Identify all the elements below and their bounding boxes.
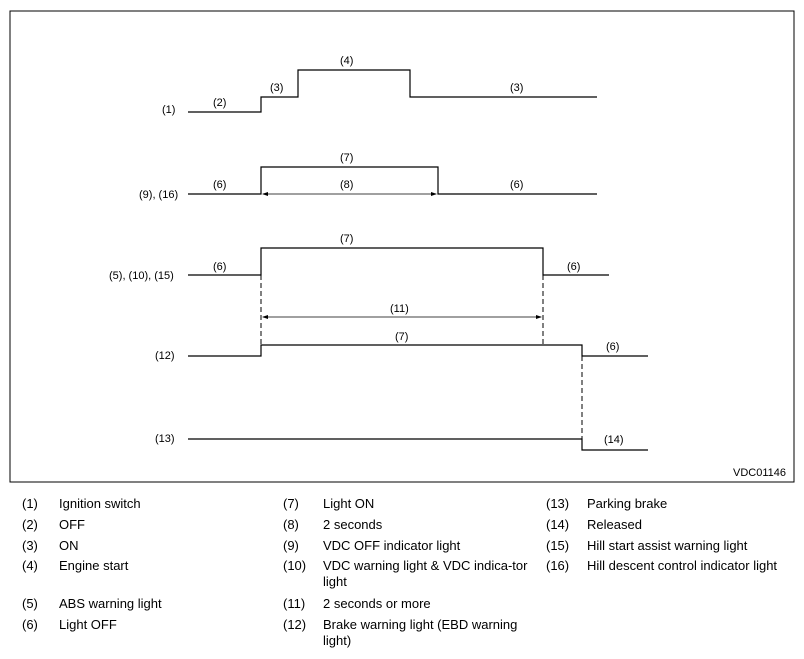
row4-after-label: (6) — [606, 341, 619, 353]
legend-num: (1) — [22, 496, 38, 511]
legend-text: ABS warning light — [59, 596, 162, 611]
legend-item: (2) OFF — [22, 517, 272, 533]
legend-item: (1) Ignition switch — [22, 496, 272, 512]
legend-num: (5) — [22, 596, 38, 611]
row2-before-label: (6) — [213, 179, 226, 191]
legend-num: (12) — [283, 617, 307, 632]
diagram-frame — [9, 10, 795, 483]
legend-text: Hill descent control indicator light — [587, 558, 778, 573]
span-label: (11) — [390, 303, 409, 315]
row3-before-label: (6) — [213, 261, 226, 273]
row3-after-label: (6) — [567, 261, 580, 273]
legend-num: (15) — [546, 538, 570, 553]
legend-item: (6) Light OFF — [22, 617, 272, 633]
span-arrow — [262, 315, 542, 319]
row2-duration-arrow — [262, 192, 437, 196]
legend-item: (13) Parking brake — [546, 496, 802, 512]
row1-on-label: (3) — [270, 82, 283, 94]
legend-item: (5) ABS warning light — [22, 596, 272, 612]
legend-text: VDC warning light & VDC indica-tor light — [323, 558, 528, 589]
legend-num: (2) — [22, 517, 38, 532]
row4-on-label: (7) — [395, 331, 408, 343]
legend-text: ON — [59, 538, 79, 553]
legend-item: (7) Light ON — [283, 496, 533, 512]
legend-num: (8) — [283, 517, 299, 532]
legend: (1) Ignition switch (2) OFF (3) ON (4) Engin… — [0, 494, 804, 659]
row4-label: (12) — [155, 350, 175, 362]
legend-text: Hill start assist warning light — [587, 538, 748, 553]
row1-after-label: (3) — [510, 82, 523, 94]
legend-item: (14) Released — [546, 517, 802, 533]
legend-num: (4) — [22, 558, 38, 573]
legend-text: VDC OFF indicator light — [323, 538, 461, 553]
row5-signal — [188, 438, 648, 451]
legend-item: (9) VDC OFF indicator light — [283, 538, 533, 554]
legend-num: (9) — [283, 538, 299, 553]
legend-num: (16) — [546, 558, 570, 573]
legend-text: 2 seconds or more — [323, 596, 431, 611]
timing-diagram: (1) (2) (3) (4) (3) (9), (16) (6) (7) (8… — [9, 10, 795, 483]
legend-num: (3) — [22, 538, 38, 553]
legend-num: (11) — [283, 596, 306, 611]
row1-off-label: (2) — [213, 97, 226, 109]
legend-num: (14) — [546, 517, 570, 532]
legend-num: (13) — [546, 496, 570, 511]
row1-label: (1) — [162, 104, 175, 116]
legend-text: Light ON — [323, 496, 375, 511]
row1-start-label: (4) — [340, 55, 353, 67]
legend-text: Light OFF — [59, 617, 117, 632]
row1-signal — [188, 69, 597, 113]
figure-id: VDC01146 — [733, 467, 786, 479]
legend-item: (8) 2 seconds — [283, 517, 533, 533]
row2-after-label: (6) — [510, 179, 523, 191]
legend-item: (10) VDC warning light & VDC indica-tor l… — [283, 558, 533, 590]
row2-on-label: (7) — [340, 152, 353, 164]
legend-item: (11) 2 seconds or more — [283, 596, 533, 612]
legend-num: (7) — [283, 496, 299, 511]
row3-signal — [188, 247, 609, 276]
row3-on-label: (7) — [340, 233, 353, 245]
legend-text: Ignition switch — [59, 496, 141, 511]
legend-item: (15) Hill start assist warning light — [546, 538, 802, 554]
legend-text: 2 seconds — [323, 517, 383, 532]
row2-duration-label: (8) — [340, 179, 353, 191]
legend-item: (12) Brake warning light (EBD warning lig… — [283, 617, 533, 649]
legend-text: Released — [587, 517, 642, 532]
row2-signal — [188, 166, 597, 195]
legend-item: (16) Hill descent control indicator light — [546, 558, 802, 574]
row3-label: (5), (10), (15) — [109, 270, 174, 282]
legend-text: OFF — [59, 517, 85, 532]
row5-label: (13) — [155, 433, 175, 445]
legend-num: (6) — [22, 617, 38, 632]
legend-item: (4) Engine start — [22, 558, 272, 574]
legend-num: (10) — [283, 558, 307, 573]
legend-text: Parking brake — [587, 496, 668, 511]
row4-signal — [188, 344, 648, 357]
legend-item: (3) ON — [22, 538, 272, 554]
legend-text: Brake warning light (EBD warning light) — [323, 617, 518, 648]
row2-label: (9), (16) — [139, 189, 178, 201]
legend-text: Engine start — [59, 558, 129, 573]
row5-after-label: (14) — [604, 434, 624, 446]
